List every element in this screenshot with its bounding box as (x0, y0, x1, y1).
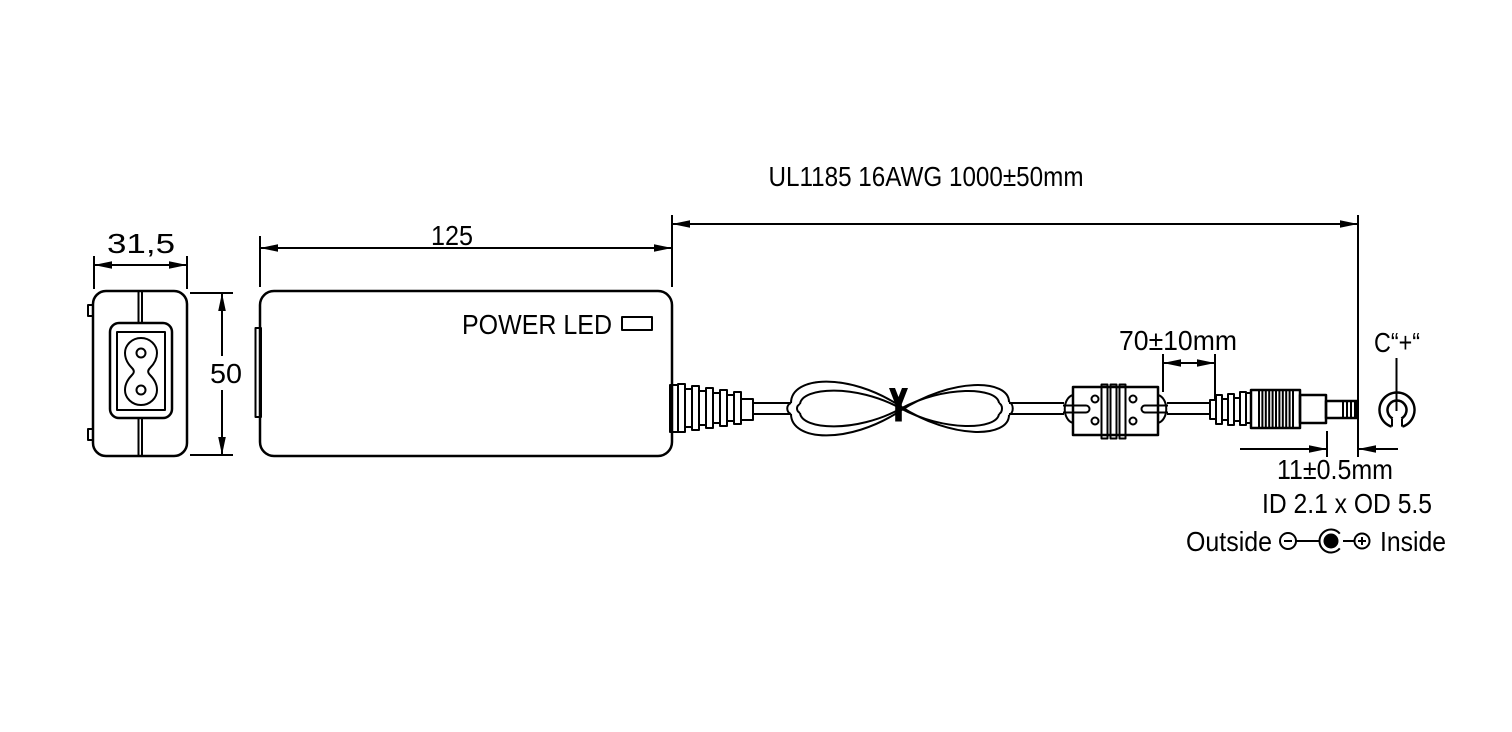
led-indicator (621, 316, 653, 331)
dim-arrow (218, 437, 226, 455)
dimension-inlet-width: 31,5 (93, 228, 188, 289)
ferrite-rib (1109, 383, 1118, 440)
dim-arrow (94, 261, 112, 269)
dimension-inlet-height: 50 (190, 292, 242, 456)
center-pin-dot-icon (1323, 533, 1339, 549)
dimension-ferrite-position: 70±10mm (1119, 325, 1237, 399)
extension-lines (1162, 354, 1216, 399)
side-tab (87, 428, 94, 441)
ferrite-slot (1063, 404, 1091, 414)
extension-lines (259, 215, 673, 287)
plug-size-label: ID 2.1 x OD 5.5 (1262, 488, 1432, 519)
cable (753, 380, 1210, 437)
dim-arrow (1197, 359, 1215, 367)
dim-arrow (1358, 445, 1376, 453)
strain-relief (669, 383, 754, 433)
dim-label-body-length: 125 (431, 220, 473, 251)
ferrite-hole (1128, 394, 1138, 404)
dim-label-inlet-width: 31,5 (107, 228, 175, 259)
dc-plug (1209, 388, 1359, 430)
strain-relief-tip (740, 398, 754, 421)
dim-label-ferrite-position: 70±10mm (1119, 325, 1237, 356)
parting-line (137, 292, 143, 455)
dimension-body-length: 125 (259, 215, 673, 287)
coil-cap (786, 402, 792, 415)
coil-cap (796, 403, 801, 414)
inlet-recess (116, 331, 166, 411)
side-view: POWER LED (254, 289, 674, 458)
dim-arrow (672, 220, 690, 228)
cable-segment (753, 402, 791, 415)
power-led-label: POWER LED (462, 309, 612, 340)
coil-cap (998, 402, 1003, 415)
ferrite-hole (1090, 394, 1100, 404)
cable-coil (786, 380, 1014, 437)
ferrite-clip (1063, 394, 1074, 424)
ferrite-rib (1118, 383, 1127, 440)
cable-segment (1009, 402, 1064, 415)
dim-arrow (1309, 445, 1327, 453)
plug-tip-end-view: C“+“ (1374, 327, 1420, 428)
dim-label-barrel-length: 11±0.5mm (1277, 454, 1393, 485)
dimension-cable-length: UL1185 16AWG 1000±50mm (672, 161, 1359, 457)
dim-arrow (218, 293, 226, 311)
extension-lines (190, 292, 233, 456)
dim-arrow (260, 244, 278, 252)
polarity-schematic: Outside Inside (1186, 526, 1446, 557)
pin-hole (135, 384, 147, 396)
ferrite-hole (1128, 416, 1138, 426)
center-pin-arc (1318, 528, 1341, 554)
barrel-ridges (1342, 402, 1356, 417)
plus-terminal-icon (1353, 532, 1371, 550)
side-tab (87, 304, 94, 317)
inlet-bezel (108, 321, 174, 420)
inside-label: Inside (1380, 526, 1446, 557)
plug-size-note: ID 2.1 x OD 5.5 (1262, 488, 1432, 519)
coil-cap (1008, 401, 1014, 416)
tip-outer-ring (1378, 391, 1416, 428)
knurl-lines (1258, 391, 1294, 427)
tip-notch (1391, 419, 1403, 427)
dim-arrow (654, 244, 672, 252)
end-view (87, 289, 189, 458)
tip-inner-ring (1386, 399, 1408, 420)
ferrite-slot (1140, 404, 1168, 414)
ferrite-rib (1100, 383, 1109, 440)
dim-arrow (1340, 220, 1358, 228)
end-view-body (91, 289, 189, 458)
ferrite-hole (1090, 416, 1100, 426)
ferrite-clip (1157, 394, 1168, 424)
pin-hole (135, 347, 147, 359)
adapter-body (258, 289, 674, 458)
ferrite-bead (1063, 383, 1168, 440)
tip-polarity-label: C“+“ (1374, 327, 1420, 358)
plus-sign (1358, 537, 1366, 545)
dim-arrow (1163, 359, 1181, 367)
extension-lines (93, 256, 188, 289)
cable-spec-label: UL1185 16AWG 1000±50mm (769, 161, 1084, 192)
cable-tie (889, 388, 908, 422)
outside-label: Outside (1186, 526, 1272, 557)
cable-segment (1167, 402, 1210, 415)
plug-barrel (1324, 399, 1359, 420)
dim-label-inlet-height: 50 (210, 358, 242, 389)
dimension-barrel-length: 11±0.5mm (1240, 431, 1398, 485)
dim-arrow (169, 261, 187, 269)
figure8-inlet-cutout (124, 337, 158, 406)
